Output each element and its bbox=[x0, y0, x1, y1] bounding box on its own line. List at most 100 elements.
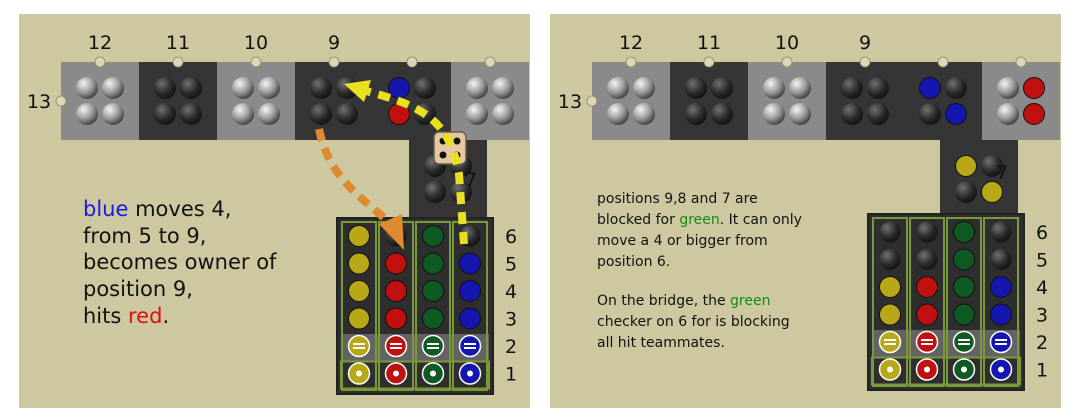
tile-square bbox=[940, 140, 1018, 218]
home-hole bbox=[990, 249, 1012, 270]
track-tile bbox=[826, 62, 904, 140]
track-tile bbox=[61, 62, 139, 140]
bridge-mark bbox=[921, 343, 933, 345]
tile-hole bbox=[258, 103, 280, 125]
position-label-10: 10 bbox=[244, 32, 268, 54]
tile-connector bbox=[250, 56, 262, 68]
bridge-mark bbox=[884, 343, 896, 345]
position-label-13: 13 bbox=[558, 91, 582, 113]
tile-hole bbox=[607, 103, 629, 125]
blue-checker bbox=[919, 77, 941, 99]
tile-connector bbox=[172, 56, 184, 68]
bridge-mark bbox=[958, 343, 970, 345]
caption-paragraph-2: On the bridge, the green checker on 6 fo… bbox=[597, 291, 802, 354]
blue-checker bbox=[459, 280, 481, 302]
tile-square bbox=[826, 62, 904, 140]
p1-line2-prefix: blocked for bbox=[597, 212, 680, 228]
bridge-mark bbox=[464, 347, 476, 349]
tile-connector bbox=[586, 95, 598, 107]
tile-connector bbox=[94, 56, 106, 68]
tile-hole bbox=[102, 77, 124, 99]
tile-connector bbox=[328, 56, 340, 68]
tile-hole bbox=[867, 77, 889, 99]
tile-hole bbox=[414, 77, 436, 99]
tile-connector bbox=[1015, 56, 1027, 68]
yellow-checker bbox=[348, 307, 370, 330]
start-row-frame bbox=[340, 360, 490, 390]
bridge-mark bbox=[958, 339, 970, 341]
tile-hole bbox=[789, 77, 811, 99]
tile-hole bbox=[711, 77, 733, 99]
start-mark bbox=[924, 366, 930, 373]
tile-hole bbox=[763, 103, 785, 125]
p1-line2-suffix: . It can only bbox=[719, 212, 802, 228]
tile-hole bbox=[841, 103, 863, 125]
blue-checker bbox=[459, 307, 481, 330]
caption-line3: becomes owner of bbox=[83, 250, 277, 275]
yellow-checker bbox=[348, 280, 370, 302]
bridge-mark bbox=[353, 347, 365, 349]
yellow-checker bbox=[348, 252, 370, 275]
position-label-5: 5 bbox=[1036, 250, 1048, 272]
right-game-board: 13121110987654321 bbox=[558, 32, 1060, 391]
p1-line4: position 6. bbox=[597, 254, 671, 270]
tile-square bbox=[139, 62, 217, 140]
tile-connector bbox=[625, 56, 637, 68]
green-checker bbox=[953, 221, 975, 243]
bridge-mark bbox=[995, 339, 1007, 341]
tile-connector bbox=[859, 56, 871, 68]
position-label-9: 9 bbox=[328, 32, 340, 54]
tile-hole bbox=[336, 77, 358, 99]
tile-hole bbox=[76, 77, 98, 99]
red-checker bbox=[916, 303, 938, 326]
home-column-frame bbox=[341, 221, 377, 391]
home-hole bbox=[990, 221, 1012, 243]
tile-hole bbox=[466, 77, 488, 99]
blue-checker bbox=[945, 103, 967, 125]
home-hole bbox=[879, 221, 901, 243]
tile-hole bbox=[633, 103, 655, 125]
position-label-6: 6 bbox=[505, 226, 517, 248]
track-tile bbox=[982, 62, 1060, 140]
caption-line5-prefix: hits bbox=[83, 303, 128, 328]
home-hole bbox=[879, 249, 901, 270]
blue-bridge-checker bbox=[989, 330, 1013, 354]
position-label-12: 12 bbox=[88, 32, 112, 54]
bridge-mark bbox=[995, 343, 1007, 345]
tile-hole bbox=[945, 77, 967, 99]
p1-line3: move a 4 or bigger from bbox=[597, 233, 768, 249]
track-tile bbox=[295, 62, 373, 140]
start-mark bbox=[467, 370, 473, 377]
left-caption: blue moves 4, from 5 to 9, becomes owner… bbox=[83, 196, 276, 329]
tile-hole bbox=[997, 77, 1019, 99]
tile-hole bbox=[919, 103, 941, 125]
red-hit-arrowhead bbox=[379, 214, 404, 250]
tile-hole bbox=[232, 103, 254, 125]
red-checker bbox=[916, 276, 938, 298]
position-label-11: 11 bbox=[697, 32, 721, 54]
die-pip bbox=[439, 151, 447, 159]
blue-move-arrow bbox=[357, 85, 468, 245]
start-mark bbox=[356, 370, 362, 377]
position-label-4: 4 bbox=[1036, 277, 1048, 299]
right-board-panel: 13121110987654321 positions 9,8 and 7 ar… bbox=[550, 14, 1061, 408]
start-mark bbox=[393, 370, 399, 377]
tile-square bbox=[904, 62, 982, 140]
tile-hole bbox=[450, 181, 472, 203]
left-board-panel: 13121110987654321 blue moves 4, from 5 t… bbox=[19, 14, 530, 408]
tile-hole bbox=[180, 77, 202, 99]
home-hole bbox=[916, 221, 938, 243]
green-bridge-checker bbox=[952, 330, 976, 354]
blue-checker bbox=[990, 303, 1012, 326]
blue-bridge-checker bbox=[458, 334, 482, 358]
tile-hole bbox=[180, 103, 202, 125]
left-game-board: 13121110987654321 bbox=[27, 32, 529, 395]
position-label-7: 7 bbox=[465, 169, 477, 191]
tile-connector bbox=[937, 56, 949, 68]
position-label-1: 1 bbox=[505, 364, 517, 386]
tile-square bbox=[748, 62, 826, 140]
tile-hole bbox=[492, 77, 514, 99]
tile-square bbox=[217, 62, 295, 140]
track-tile bbox=[592, 62, 670, 140]
home-hole bbox=[916, 249, 938, 270]
